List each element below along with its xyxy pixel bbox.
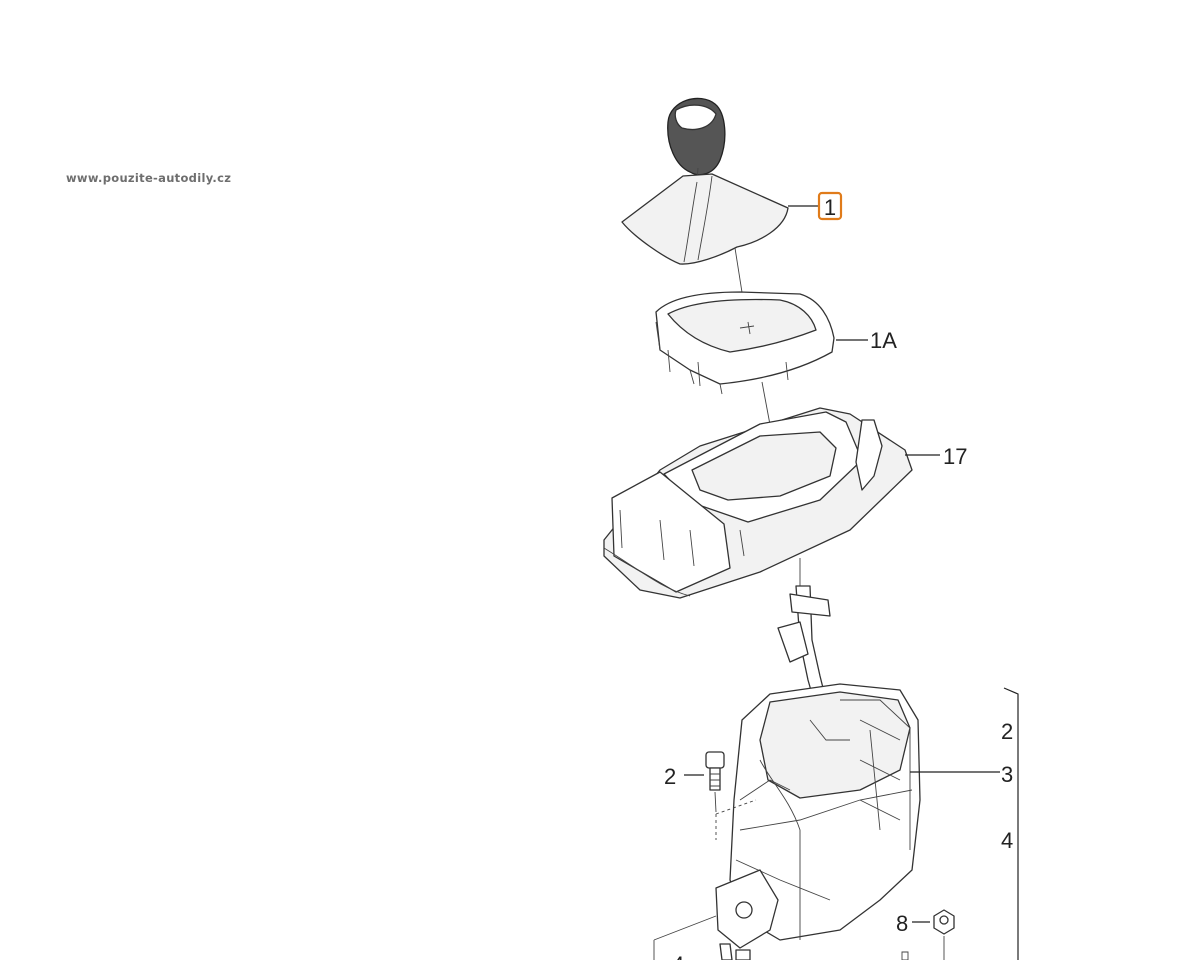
callout-4-bottom: 4 xyxy=(672,952,684,960)
callout-2-left[interactable]: 2 xyxy=(664,764,676,789)
console-trim-part[interactable] xyxy=(603,407,913,599)
selector-housing-part[interactable] xyxy=(715,585,921,960)
callout-4-right[interactable]: 4 xyxy=(1001,828,1013,853)
callout-highlight-box xyxy=(817,191,843,221)
callout-3-right[interactable]: 3 xyxy=(1001,762,1013,787)
watermark-text: www.pouzite-autodily.cz xyxy=(66,171,232,185)
callout-17[interactable]: 17 xyxy=(943,444,967,469)
nut-part[interactable] xyxy=(933,909,955,935)
gear-knob-boot-part[interactable] xyxy=(621,97,789,265)
gaiter-frame-part[interactable] xyxy=(655,291,835,395)
callout-8[interactable]: 8 xyxy=(896,911,908,936)
bolt-part[interactable] xyxy=(705,751,725,791)
callout-1[interactable]: 1 xyxy=(824,195,836,220)
callout-2-right[interactable]: 2 xyxy=(1001,719,1013,744)
callout-1a[interactable]: 1A xyxy=(870,328,897,353)
